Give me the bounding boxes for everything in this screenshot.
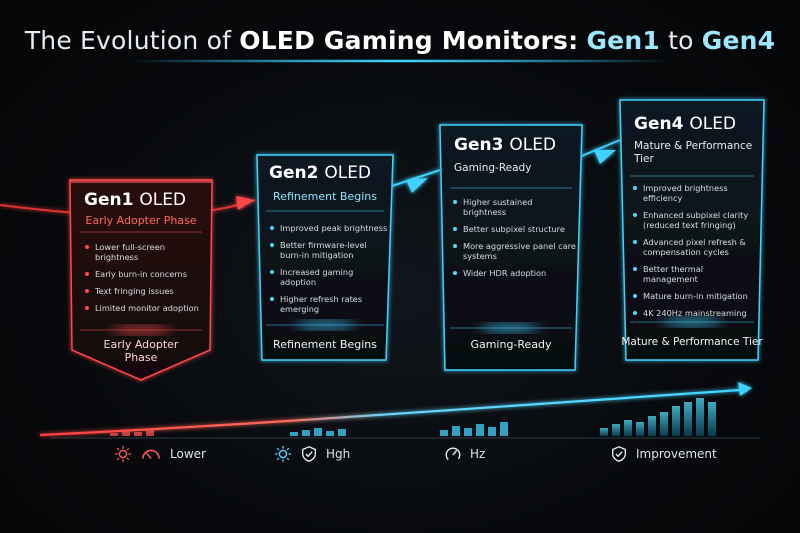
legend-hz: Hz — [444, 445, 485, 463]
trend-bar — [314, 428, 322, 436]
trend-bar — [672, 406, 680, 436]
gen4-footer: Mature & Performance Tier — [621, 336, 763, 348]
arrow-cyan-icon — [406, 178, 428, 193]
shield-check-icon — [612, 446, 626, 462]
trend-arrow-icon — [738, 382, 752, 396]
list-item: Enhanced subpixel clarity (reduced text … — [632, 210, 760, 230]
gen3-title: Gen3 OLED — [454, 135, 557, 155]
legend-label: Hgh — [326, 447, 351, 461]
page-title: The Evolution of OLED Gaming Monitors: G… — [0, 26, 800, 55]
title-highlight: OLED Gaming Monitors: — [239, 26, 579, 55]
trend-bar — [122, 431, 130, 436]
title-connector: to — [659, 26, 702, 55]
trend-bar — [134, 432, 142, 436]
arrow-cyan-icon — [594, 150, 616, 164]
gen2-footer: Refinement Begins — [273, 338, 377, 351]
trend-bar — [500, 422, 508, 436]
gen1-footer: Early Adopter Phase — [103, 338, 179, 364]
gen2-card: Gen2 OLED Refinement Begins Improved pea… — [257, 155, 393, 360]
trend-bar — [648, 416, 656, 436]
trend-bar — [488, 427, 496, 436]
gen1-card-frame — [69, 179, 213, 381]
gen1-bullets: Lower full-screen brightness Early burn-… — [84, 242, 208, 320]
list-item: Wider HDR adoption — [452, 268, 578, 278]
list-item: Better subpixel structure — [452, 224, 578, 234]
title-gen-end: Gen4 — [701, 26, 776, 55]
list-item: Limited monitor adoption — [84, 303, 208, 313]
trend-bar — [146, 430, 154, 436]
trend-line — [39, 388, 741, 437]
trend-bar — [440, 430, 448, 436]
trend-bar — [600, 428, 608, 436]
list-item: Early burn-in concerns — [84, 269, 208, 279]
gen1-card: Gen1 OLED Early Adopter Phase Lower full… — [70, 180, 212, 380]
sun-icon — [274, 445, 292, 463]
legend-lower: Lower — [114, 445, 206, 463]
trend-bar — [476, 424, 484, 436]
trend-bar — [696, 398, 704, 436]
legend-label: Improvement — [636, 447, 717, 461]
speedometer-icon — [445, 447, 461, 463]
legend-label: Lower — [170, 447, 206, 461]
trend-bar — [612, 424, 620, 436]
trend-bar — [290, 432, 298, 436]
gen2-phase: Refinement Begins — [273, 190, 377, 203]
gen3-card-frame — [439, 124, 583, 371]
trend-bar — [110, 433, 118, 436]
trend-bars — [110, 398, 716, 436]
gen1-phase: Early Adopter Phase — [85, 214, 197, 227]
gen4-card-frame — [619, 99, 765, 361]
gen3-bullets: Higher sustained brightness Better subpi… — [452, 197, 578, 285]
trend-bar — [636, 422, 644, 436]
gen1-title: Gen1 OLED — [84, 190, 187, 210]
trend-bar — [302, 430, 310, 436]
shield-check-icon — [302, 446, 316, 462]
gen2-title: Gen2 OLED — [269, 163, 372, 183]
gen2-card-frame — [256, 154, 394, 361]
list-item: Increased gaming adoption — [269, 267, 391, 287]
list-item: Better firmware-level burn-in mitigation — [269, 240, 391, 260]
trend-bar — [326, 431, 334, 436]
trend-bar — [452, 426, 460, 436]
list-item: More aggressive panel care systems — [452, 241, 578, 261]
arrow-red-icon — [236, 196, 254, 210]
gen4-phase: Mature & Performance Tier — [634, 140, 753, 165]
list-item: Text fringing issues — [84, 286, 208, 296]
list-item: Mature burn-in mitigation — [632, 291, 760, 301]
trend-bar — [684, 402, 692, 436]
list-item: Improved brightness efficiency — [632, 183, 760, 203]
trend-bar — [708, 402, 716, 436]
list-item: Lower full-screen brightness — [84, 242, 208, 262]
gen4-title: Gen4 OLED — [634, 114, 737, 134]
gen4-card: Gen4 OLED Mature & Performance Tier Impr… — [620, 100, 764, 360]
title-underline — [130, 60, 670, 62]
list-item: 4K 240Hz mainstreaming — [632, 308, 760, 318]
list-item: Higher sustained brightness — [452, 197, 578, 217]
gen3-footer: Gaming-Ready — [470, 338, 552, 351]
list-item: Improved peak brightness — [269, 223, 391, 233]
list-item: Better thermal management — [632, 264, 760, 284]
trend-bar — [660, 412, 668, 436]
trend-bar — [464, 428, 472, 436]
list-item: Higher refresh rates emerging — [269, 294, 391, 314]
sun-icon — [114, 445, 132, 463]
legend-high: Hgh — [274, 445, 350, 463]
gauge-icon — [142, 449, 160, 459]
legend-improvement: Improvement — [610, 445, 717, 463]
gen4-bullets: Improved brightness efficiency Enhanced … — [632, 183, 760, 325]
title-prefix: The Evolution of — [24, 26, 240, 55]
legend-label: Hz — [470, 447, 486, 461]
title-gen-start: Gen1 — [586, 26, 660, 55]
trend-bar — [338, 429, 346, 436]
gen2-bullets: Improved peak brightness Better firmware… — [269, 223, 391, 321]
gen3-card: Gen3 OLED Gaming-Ready Higher sustained … — [440, 125, 582, 370]
gen3-phase: Gaming-Ready — [454, 162, 532, 174]
trend-bar — [624, 420, 632, 436]
list-item: Advanced pixel refresh & compensation cy… — [632, 237, 760, 257]
